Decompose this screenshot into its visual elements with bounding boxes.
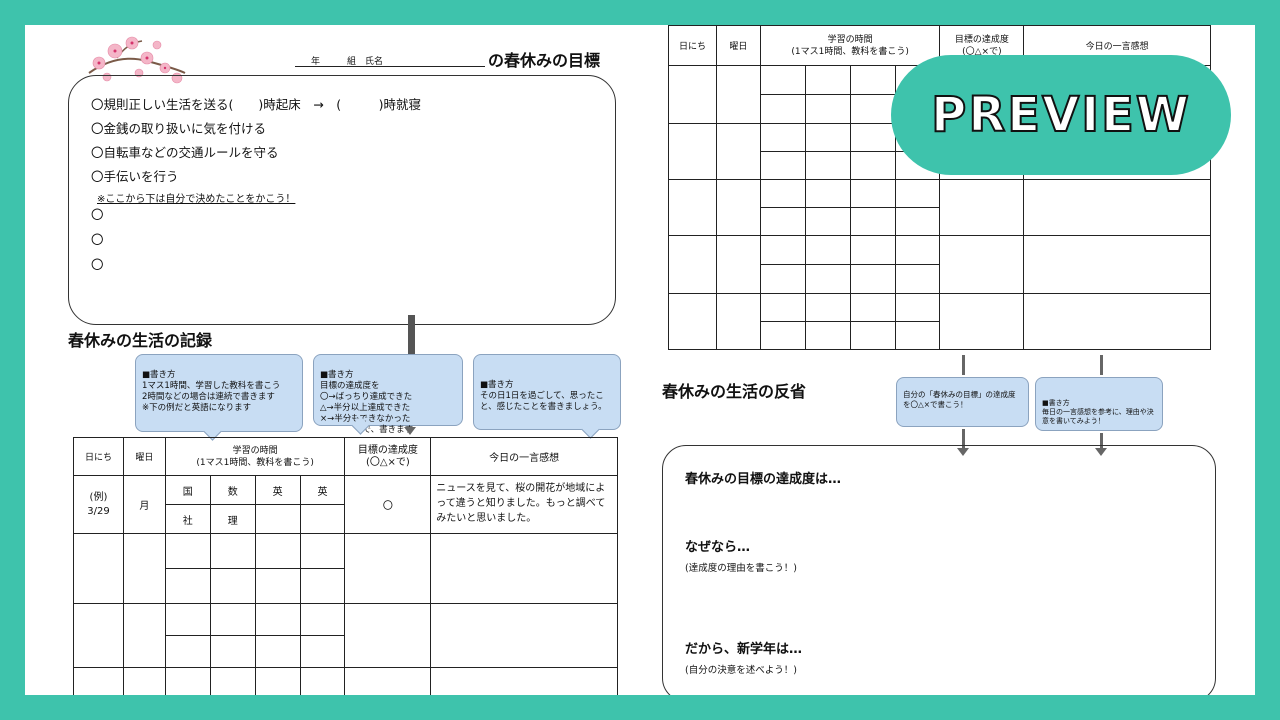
- col-achievement-label: 目標の達成度: [357, 444, 418, 456]
- record-table: 日にち 曜日 学習の時間 (1マス1時間、教科を書こう) 目標の達成度 (〇△×…: [73, 437, 618, 695]
- example-subject: 国: [164, 475, 211, 505]
- col-comment: 今日の一言感想: [430, 437, 618, 476]
- goal-title: の春休みの目標: [488, 51, 601, 70]
- example-weekday: 月: [122, 475, 166, 534]
- goal-item-traffic: 〇自転車などの交通ルールを守る: [91, 145, 279, 160]
- col-achievement-sublabel: (〇△×で): [365, 456, 410, 468]
- reflection-q-resolution-hint: (自分の決意を述べよう！): [685, 665, 797, 676]
- col-study-sublabel: (1マス1時間、教科を書こう): [791, 46, 909, 57]
- col-weekday: 曜日: [715, 25, 761, 66]
- blank-row: [73, 603, 618, 668]
- col-study: 学習の時間 (1マス1時間、教科を書こう): [759, 25, 941, 66]
- example-row: (例) 3/29 月 国 数 英 英 〇 ニュースを見て、桜の開花が地域によって…: [73, 475, 618, 534]
- example-subject: 英: [254, 475, 301, 505]
- hint-bubble-reason: ■書き方 毎日の一言感想を参考に、理由や決意を書いてみよう！: [1035, 377, 1163, 431]
- goal-item-help: 〇手伝いを行う: [91, 169, 179, 184]
- name-line: 年 組 氏名: [295, 52, 485, 67]
- worksheet-preview: 年 組 氏名 の春休みの目標 〇規則正しい生活を送る( )時起床 → ( )時就…: [25, 25, 1255, 695]
- hint-study-text: ■書き方 1マス1時間、学習した教科を書こう 2時間などの場合は連続で書きます …: [142, 370, 281, 413]
- example-subject: 数: [209, 475, 256, 505]
- col-day: 日にち: [668, 25, 717, 66]
- preview-label: PREVIEW: [930, 86, 1191, 144]
- col-day: 日にち: [73, 437, 124, 476]
- table-header-row: 日にち 曜日 学習の時間 (1マス1時間、教科を書こう) 目標の達成度 (〇△×…: [73, 437, 618, 476]
- reflection-q-reason: なぜなら…: [685, 540, 751, 555]
- preview-badge: PREVIEW: [891, 55, 1231, 175]
- reflection-q-resolution: だから、新学年は…: [685, 642, 803, 657]
- col-weekday: 曜日: [122, 437, 166, 476]
- goal-item-wake-sleep: 〇規則正しい生活を送る( )時起床 → ( )時就寝: [91, 97, 421, 112]
- connector-line: [962, 429, 965, 449]
- hint-bubble-goal-achievement: 自分の「春休みの目標」の達成度を〇△×で書こう！: [896, 377, 1029, 427]
- down-arrow-icon: [404, 427, 416, 435]
- hint-bubble-comment: ■書き方 その日1日を過ごして、思ったこと、感じたことを書きましょう。: [473, 354, 621, 439]
- connector-line: [1100, 355, 1103, 375]
- col-achievement-sublabel: (〇△×で): [962, 46, 1002, 57]
- record-title: 春休みの生活の記録: [68, 331, 213, 350]
- right-record-table: 日にち 曜日 学習の時間 (1マス1時間、教科を書こう) 目標の達成度 (〇△×…: [668, 25, 1211, 350]
- goal-item-money: 〇金銭の取り扱いに気を付ける: [91, 121, 267, 136]
- hint-reason-text: ■書き方 毎日の一言感想を参考に、理由や決意を書いてみよう！: [1042, 399, 1154, 425]
- example-subject: [254, 504, 301, 534]
- example-day-label: (例): [89, 491, 108, 503]
- year-label: 年: [311, 57, 321, 67]
- blank-row: [73, 667, 618, 695]
- connector-line: [962, 355, 965, 375]
- col-study-label: 学習の時間: [232, 445, 278, 456]
- col-achievement-label: 目標の達成度: [954, 34, 1009, 45]
- example-subject: 社: [164, 504, 211, 534]
- goals-box: 〇規則正しい生活を送る( )時起床 → ( )時就寝 〇金銭の取り扱いに気を付け…: [68, 75, 616, 325]
- connector-line: [1100, 433, 1103, 449]
- hint-goal-achievement-text: 自分の「春休みの目標」の達成度を〇△×で書こう！: [903, 390, 1016, 409]
- hint-achievement-text: ■書き方 目標の達成度を 〇→ばっちり達成できた △→半分以上達成できた ×→半…: [320, 370, 414, 435]
- bubble-tail: [581, 420, 600, 439]
- down-arrow-icon: [1095, 448, 1107, 456]
- example-subject: [299, 504, 346, 534]
- reflection-q-reason-hint: (達成度の理由を書こう！): [685, 563, 797, 574]
- reflection-q-achievement: 春休みの目標の達成度は…: [685, 472, 842, 487]
- reflection-box: 春休みの目標の達成度は… なぜなら… (達成度の理由を書こう！) だから、新学年…: [662, 445, 1216, 695]
- col-achievement: 目標の達成度 (〇△×で): [344, 437, 432, 476]
- goal-note: ※ここから下は自分で決めたことをかこう！: [97, 194, 296, 205]
- goal-connector: [408, 315, 415, 357]
- col-study: 学習の時間 (1マス1時間、教科を書こう): [164, 437, 346, 476]
- reflection-title: 春休みの生活の反省: [662, 382, 807, 401]
- blank-goal-1: 〇: [91, 207, 104, 222]
- name-label: 氏名: [365, 57, 384, 67]
- example-achievement: 〇: [344, 475, 432, 534]
- blank-goal-3: 〇: [91, 257, 104, 272]
- hint-bubble-study: ■書き方 1マス1時間、学習した教科を書こう 2時間などの場合は連続で書きます …: [135, 354, 303, 441]
- hint-comment-text: ■書き方 その日1日を過ごして、思ったこと、感じたことを書きましょう。: [480, 380, 607, 412]
- hint-bubble-achievement: ■書き方 目標の達成度を 〇→ばっちり達成できた △→半分以上達成できた ×→半…: [313, 354, 463, 435]
- example-subject: 理: [209, 504, 256, 534]
- down-arrow-icon: [957, 448, 969, 456]
- blank-goal-2: 〇: [91, 232, 104, 247]
- example-date: (例) 3/29: [73, 475, 124, 534]
- class-label: 組: [347, 57, 357, 67]
- example-subject: 英: [299, 475, 346, 505]
- example-comment: ニュースを見て、桜の開花が地域によって違うと知りました。もっと調べてみたいと思い…: [430, 475, 618, 534]
- example-date-value: 3/29: [87, 505, 110, 517]
- blank-row: [73, 533, 618, 604]
- col-study-sublabel: (1マス1時間、教科を書こう): [196, 457, 314, 468]
- col-study-label: 学習の時間: [827, 34, 873, 45]
